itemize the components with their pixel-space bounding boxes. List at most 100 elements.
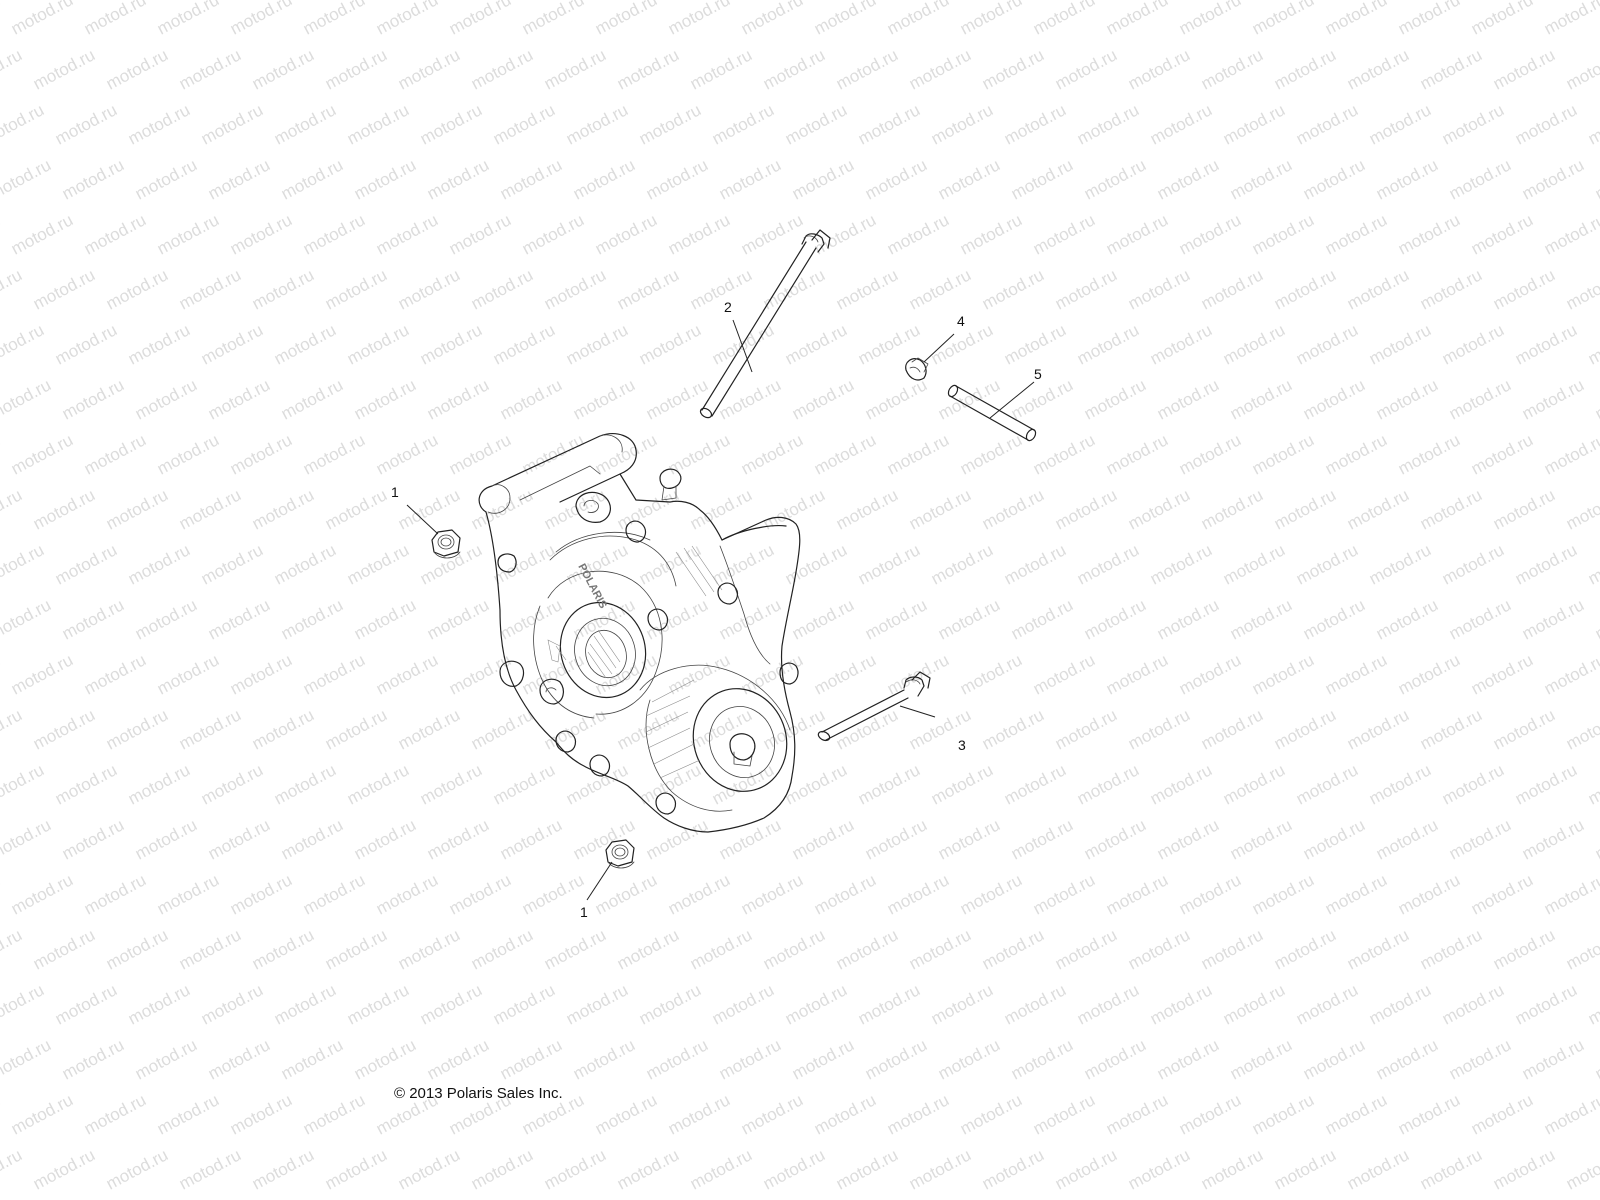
watermark-text: motod.ru [0, 0, 3, 39]
watermark-text: motod.ru [468, 1145, 536, 1193]
watermark-text: motod.ru [468, 485, 536, 533]
watermark-text: motod.ru [227, 430, 295, 478]
watermark-text: motod.ru [1373, 1035, 1441, 1083]
watermark-text: motod.ru [0, 870, 3, 918]
watermark-text: motod.ru [833, 925, 901, 973]
watermark-text: motod.ru [519, 430, 587, 478]
watermark-text: motod.ru [833, 485, 901, 533]
watermark-text: motod.ru [570, 375, 638, 423]
watermark-text: motod.ru [935, 155, 1003, 203]
watermark-text: motod.ru [1001, 100, 1069, 148]
watermark-text: motod.ru [271, 100, 339, 148]
watermark-text: motod.ru [760, 265, 828, 313]
watermark-text: motod.ru [1074, 540, 1142, 588]
watermark-text: motod.ru [8, 1090, 76, 1138]
watermark-text: motod.ru [0, 485, 25, 533]
watermark-text: motod.ru [198, 320, 266, 368]
watermark-text: motod.ru [1147, 760, 1215, 808]
watermark-text: motod.ru [1008, 155, 1076, 203]
watermark-text: motod.ru [665, 870, 733, 918]
watermark-text: motod.ru [1417, 705, 1485, 753]
watermark-text: motod.ru [278, 155, 346, 203]
watermark-text: motod.ru [935, 815, 1003, 863]
watermark-text: motod.ru [541, 265, 609, 313]
watermark-text: motod.ru [154, 650, 222, 698]
watermark-text: motod.ru [1395, 430, 1463, 478]
watermark-text: motod.ru [278, 815, 346, 863]
watermark-text: motod.ru [855, 100, 923, 148]
watermark-text: motod.ru [1344, 45, 1412, 93]
watermark-text: motod.ru [0, 1145, 25, 1193]
watermark-text: motod.ru [957, 210, 1025, 258]
watermark-text: motod.ru [1468, 430, 1536, 478]
watermark-text: motod.ru [1103, 870, 1171, 918]
watermark-text: motod.ru [103, 265, 171, 313]
watermark-text: motod.ru [957, 1090, 1025, 1138]
watermark-text: motod.ru [0, 375, 54, 423]
watermark-text: motod.ru [789, 155, 857, 203]
watermark-text: motod.ru [1373, 595, 1441, 643]
watermark-text: motod.ru [132, 595, 200, 643]
watermark-text: motod.ru [1030, 650, 1098, 698]
watermark-text: motod.ru [592, 0, 660, 39]
watermark-text: motod.ru [417, 760, 485, 808]
watermark-text: motod.ru [738, 430, 806, 478]
watermark-text: motod.ru [1271, 265, 1339, 313]
callout-1-upper: 1 [391, 484, 399, 500]
watermark-text: motod.ru [1366, 320, 1434, 368]
part-4-clip [905, 357, 929, 381]
watermark-text: motod.ru [249, 705, 317, 753]
watermark-text: motod.ru [665, 0, 733, 39]
watermark-text: motod.ru [1563, 1145, 1600, 1193]
watermark-text: motod.ru [490, 320, 558, 368]
watermark-text: motod.ru [884, 1090, 952, 1138]
watermark-text: motod.ru [0, 1090, 3, 1138]
watermark-text: motod.ru [1468, 0, 1536, 39]
watermark-text: motod.ru [519, 210, 587, 258]
watermark-text: motod.ru [176, 705, 244, 753]
watermark-text: motod.ru [1081, 1035, 1149, 1083]
watermark-text: motod.ru [0, 320, 47, 368]
watermark-text: motod.ru [928, 760, 996, 808]
watermark-text: motod.ru [176, 1145, 244, 1193]
watermark-text: motod.ru [979, 485, 1047, 533]
watermark-text: motod.ru [198, 980, 266, 1028]
watermark-text: motod.ru [1541, 210, 1600, 258]
watermark-text: motod.ru [738, 210, 806, 258]
watermark-text: motod.ru [833, 45, 901, 93]
watermark-text: motod.ru [541, 925, 609, 973]
watermark-text: motod.ru [1541, 1090, 1600, 1138]
watermark-text: motod.ru [271, 540, 339, 588]
watermark-text: motod.ru [1081, 375, 1149, 423]
watermark-text: motod.ru [103, 705, 171, 753]
watermark-text: motod.ru [227, 870, 295, 918]
watermark-text: motod.ru [1300, 155, 1368, 203]
watermark-text: motod.ru [132, 1035, 200, 1083]
watermark-text: motod.ru [1585, 540, 1600, 588]
watermark-text: motod.ru [1176, 650, 1244, 698]
watermark-text: motod.ru [52, 980, 120, 1028]
watermark-text: motod.ru [1300, 815, 1368, 863]
watermark-text: motod.ru [709, 540, 777, 588]
watermark-text: motod.ru [1220, 320, 1288, 368]
watermark-text: motod.ru [906, 265, 974, 313]
watermark-text: motod.ru [103, 45, 171, 93]
watermark-text: motod.ru [1220, 760, 1288, 808]
watermark-text: motod.ru [81, 1090, 149, 1138]
watermark-text: motod.ru [614, 45, 682, 93]
watermark-text: motod.ru [592, 1090, 660, 1138]
watermark-text: motod.ru [1154, 595, 1222, 643]
watermark-text: motod.ru [424, 375, 492, 423]
watermark-text: motod.ru [1147, 980, 1215, 1028]
watermark-text: motod.ru [446, 0, 514, 39]
watermark-text: motod.ru [1008, 815, 1076, 863]
watermark-text: motod.ru [1220, 100, 1288, 148]
watermark-text: motod.ru [1081, 155, 1149, 203]
watermark-text: motod.ru [906, 485, 974, 533]
watermark-text: motod.ru [687, 485, 755, 533]
watermark-text: motod.ru [132, 155, 200, 203]
watermark-text: motod.ru [1322, 1090, 1390, 1138]
watermark-text: motod.ru [1052, 485, 1120, 533]
watermark-text: motod.ru [541, 1145, 609, 1193]
